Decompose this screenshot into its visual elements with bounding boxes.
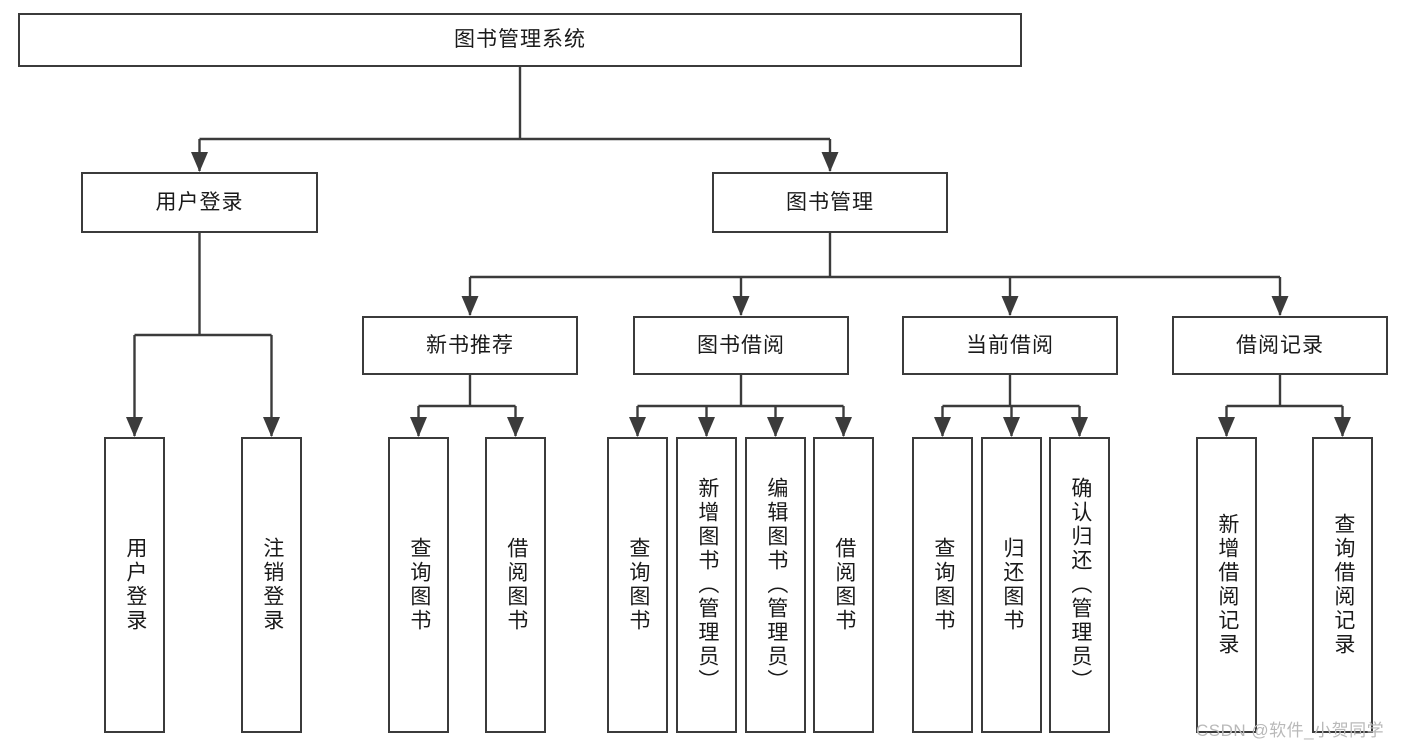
arrowhead-leaf-confirm-return <box>1071 417 1088 437</box>
arrowhead-leaf-query-book-2 <box>629 417 646 437</box>
node-label: 新增借阅记录 <box>1215 513 1239 657</box>
arrowhead-new-book-rec <box>461 296 479 316</box>
node-label: 查询图书 <box>626 537 650 633</box>
arrowhead-leaf-query-record <box>1334 417 1351 437</box>
arrowhead-leaf-query-book-1 <box>410 417 427 437</box>
arrowhead-leaf-borrow-book-1 <box>507 417 524 437</box>
node-leaf-add-book[interactable]: 新增图书（管理员） <box>676 437 737 733</box>
node-leaf-query-book-2[interactable]: 查询图书 <box>607 437 668 733</box>
node-label: 图书管理 <box>786 190 874 214</box>
node-root[interactable]: 图书管理系统 <box>18 13 1022 67</box>
node-label: 借阅记录 <box>1236 333 1324 357</box>
node-book-borrow[interactable]: 图书借阅 <box>633 316 849 375</box>
node-label: 图书借阅 <box>697 333 785 357</box>
node-label: 新增图书（管理员） <box>695 477 719 693</box>
arrowhead-borrow-record <box>1271 296 1289 316</box>
arrowhead-book-borrow <box>732 296 750 316</box>
node-label: 用户登录 <box>123 537 147 633</box>
node-leaf-user-logout[interactable]: 注销登录 <box>241 437 302 733</box>
node-label: 当前借阅 <box>966 333 1054 357</box>
arrowhead-leaf-return-book <box>1003 417 1020 437</box>
node-new-book-rec[interactable]: 新书推荐 <box>362 316 578 375</box>
node-label: 图书管理系统 <box>454 28 586 52</box>
node-current-borrow[interactable]: 当前借阅 <box>902 316 1118 375</box>
node-leaf-add-record[interactable]: 新增借阅记录 <box>1196 437 1257 733</box>
node-leaf-user-login[interactable]: 用户登录 <box>104 437 165 733</box>
arrowhead-leaf-borrow-book-2 <box>835 417 852 437</box>
node-label: 编辑图书（管理员） <box>764 477 788 693</box>
arrowhead-leaf-add-book <box>698 417 715 437</box>
node-leaf-borrow-book-1[interactable]: 借阅图书 <box>485 437 546 733</box>
node-leaf-edit-book[interactable]: 编辑图书（管理员） <box>745 437 806 733</box>
node-label: 新书推荐 <box>426 333 514 357</box>
csdn-watermark: CSDN @软件_小贺同学 <box>1196 721 1385 740</box>
node-leaf-query-record[interactable]: 查询借阅记录 <box>1312 437 1373 733</box>
node-label: 确认归还（管理员） <box>1068 477 1092 693</box>
node-borrow-record[interactable]: 借阅记录 <box>1172 316 1388 375</box>
node-leaf-query-book-3[interactable]: 查询图书 <box>912 437 973 733</box>
node-label: 查询图书 <box>931 537 955 633</box>
node-label: 注销登录 <box>260 537 284 633</box>
node-leaf-borrow-book-2[interactable]: 借阅图书 <box>813 437 874 733</box>
node-leaf-return-book[interactable]: 归还图书 <box>981 437 1042 733</box>
node-label: 用户登录 <box>155 190 244 214</box>
arrowhead-user-login <box>191 152 208 172</box>
node-label: 归还图书 <box>1000 537 1024 633</box>
arrowhead-leaf-add-record <box>1218 417 1235 437</box>
node-label: 查询图书 <box>407 537 431 633</box>
node-book-manage[interactable]: 图书管理 <box>712 172 948 233</box>
node-label: 查询借阅记录 <box>1331 513 1355 657</box>
arrowhead-book-manage <box>821 152 839 172</box>
node-leaf-query-book-1[interactable]: 查询图书 <box>388 437 449 733</box>
arrowhead-current-borrow <box>1001 296 1019 316</box>
arrowhead-leaf-user-logout <box>263 417 280 437</box>
node-leaf-confirm-return[interactable]: 确认归还（管理员） <box>1049 437 1110 733</box>
node-label: 借阅图书 <box>832 537 856 633</box>
node-user-login[interactable]: 用户登录 <box>81 172 318 233</box>
arrowhead-leaf-edit-book <box>767 417 784 437</box>
arrowhead-leaf-user-login <box>126 417 143 437</box>
node-label: 借阅图书 <box>504 537 528 633</box>
arrowhead-leaf-query-book-3 <box>934 417 951 437</box>
